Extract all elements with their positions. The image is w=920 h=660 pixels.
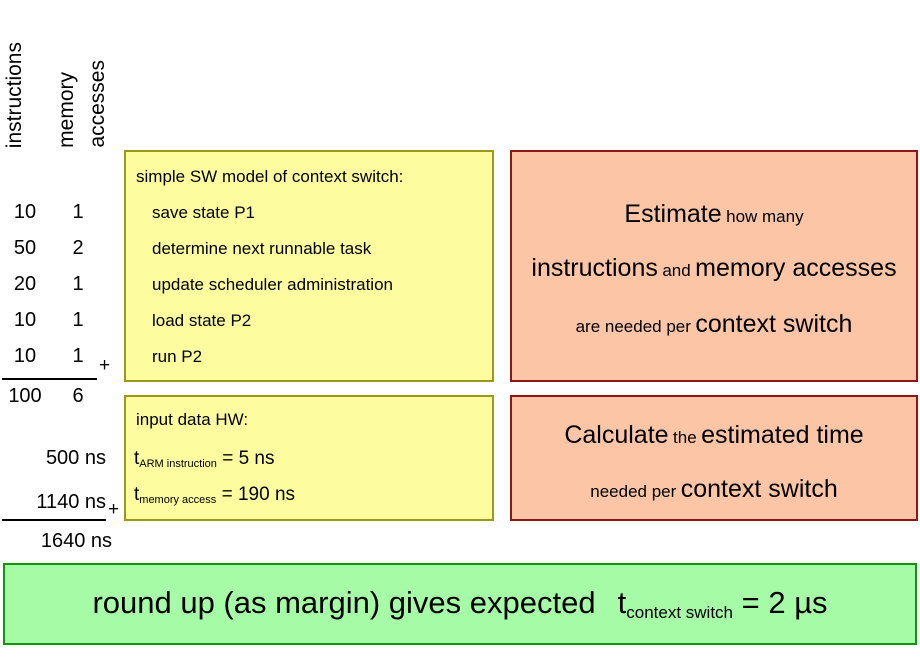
instruction-subscript: ARM instruction	[139, 458, 217, 470]
calculate-task-box: Calculate the estimated time needed per …	[510, 395, 918, 521]
tally-instructions-row-5: 10	[13, 345, 37, 367]
estimate-line2-memory-accesses: memory accesses	[695, 254, 897, 282]
column-header-instructions: instructions	[3, 41, 26, 148]
conclusion-banner: round up (as margin) gives expected tcont…	[3, 563, 917, 645]
software-model-title: simple SW model of context switch:	[136, 167, 404, 186]
software-model-step-1: save state P1	[152, 203, 256, 222]
column-header-accesses: accesses	[86, 60, 109, 148]
tally-memory-row-2: 2	[72, 237, 84, 259]
tally-memory-row-4: 1	[72, 309, 84, 331]
estimate-line-1: Estimate how many	[512, 202, 916, 227]
tally-memory-row-1: 1	[72, 201, 84, 223]
calculate-line1-estimated-time: estimated time	[701, 421, 864, 449]
time-memory-total: 1140 ns	[36, 491, 106, 513]
memory-subscript: memory access	[139, 494, 217, 506]
software-model-step-2: determine next runnable task	[152, 239, 372, 258]
tally-memory-row-5: 1	[72, 345, 84, 367]
tally-instructions-row-1: 10	[13, 201, 37, 223]
instruction-value: = 5 ns	[222, 448, 275, 469]
tally-sum-rule	[2, 378, 97, 380]
calculate-line1-small: the	[673, 428, 697, 447]
conclusion-value: = 2 µs	[741, 585, 828, 620]
estimate-line2-instructions: instructions	[531, 254, 658, 282]
calculate-line-2: needed per context switch	[512, 477, 916, 502]
software-model-step-3: update scheduler administration	[152, 275, 393, 294]
tally-instructions-row-2: 50	[13, 237, 37, 259]
calculate-line-1: Calculate the estimated time	[512, 423, 916, 448]
tally-instructions-row-4: 10	[13, 309, 37, 331]
software-model-box: simple SW model of context switch: save …	[124, 150, 494, 382]
conclusion-text: round up (as margin) gives expected tcont…	[5, 585, 915, 621]
time-instruction-total: 500 ns	[45, 447, 106, 469]
conclusion-phrase: round up (as margin) gives expected	[92, 585, 596, 620]
hardware-data-box: input data HW: tARM instruction = 5 ns t…	[124, 395, 494, 521]
conclusion-symbol: t	[617, 585, 627, 620]
time-plus-sign: +	[108, 499, 120, 520]
software-model-step-4: load state P2	[152, 311, 252, 330]
software-model-step-5: run P2	[152, 347, 203, 366]
memory-value: = 190 ns	[221, 484, 296, 505]
memory-symbol: t	[134, 484, 140, 505]
hardware-data-title: input data HW:	[136, 410, 249, 429]
calculate-line2-context-switch: context switch	[680, 475, 838, 503]
tally-plus-sign: +	[99, 355, 111, 376]
estimate-task-box: Estimate how many instructions and memor…	[510, 150, 918, 382]
tally-total-instructions: 100	[8, 385, 42, 407]
estimate-line-2: instructions and memory accesses	[512, 256, 916, 281]
instruction-symbol: t	[134, 448, 140, 469]
estimate-line3-small: are needed per	[575, 317, 691, 336]
estimate-line3-context-switch: context switch	[695, 310, 853, 338]
estimate-line1-big: Estimate	[624, 200, 722, 228]
hardware-memory-formula: tmemory access = 190 ns	[134, 484, 296, 506]
calculate-line2-small: needed per	[590, 482, 677, 501]
tally-instructions-row-3: 20	[13, 273, 37, 295]
estimate-line2-and: and	[662, 261, 691, 280]
column-header-memory: memory	[55, 72, 78, 148]
calculate-line1-big: Calculate	[564, 421, 669, 449]
tally-memory-row-3: 1	[72, 273, 84, 295]
conclusion-subscript: context switch	[626, 603, 733, 622]
estimate-line1-small: how many	[726, 207, 804, 226]
estimate-line-3: are needed per context switch	[512, 312, 916, 337]
time-sum-rule	[2, 519, 106, 521]
hardware-instruction-formula: tARM instruction = 5 ns	[134, 448, 275, 470]
time-grand-total: 1640 ns	[40, 530, 112, 552]
tally-total-memory: 6	[72, 385, 84, 407]
